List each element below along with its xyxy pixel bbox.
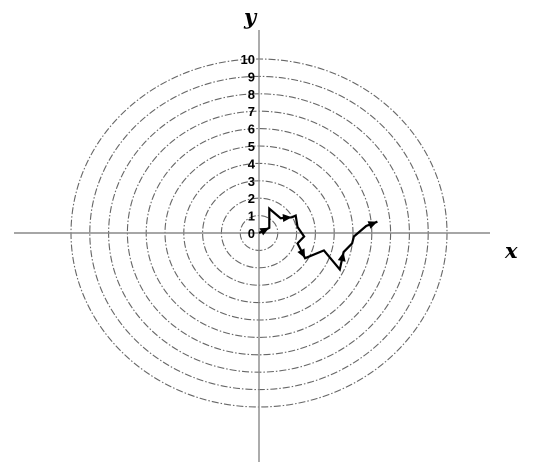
walk-arrowheads (259, 214, 378, 262)
y-axis-label: y (243, 4, 258, 29)
arrowhead-9 (297, 248, 306, 259)
arrowhead-16 (367, 221, 378, 229)
ring-label-6: 6 (248, 122, 255, 137)
ring-label-5: 5 (248, 139, 255, 154)
ring-label-0: 0 (248, 226, 255, 241)
ring-label-10: 10 (241, 52, 255, 67)
ring-label-2: 2 (248, 191, 255, 206)
x-axis-label: x (504, 238, 518, 263)
ring-label-1: 1 (248, 209, 255, 224)
ring-label-7: 7 (248, 104, 255, 119)
arrowhead-1 (259, 227, 270, 236)
ring-label-8: 8 (248, 87, 255, 102)
ring-label-3: 3 (248, 174, 255, 189)
arrowhead-4 (282, 214, 292, 222)
arrowhead-12 (337, 252, 346, 262)
ring-label-9: 9 (248, 69, 255, 84)
ring-labels: 0 1 2 3 4 5 6 7 8 9 10 (241, 52, 256, 241)
ring-label-4: 4 (248, 156, 256, 171)
random-walk-path (258, 206, 378, 272)
